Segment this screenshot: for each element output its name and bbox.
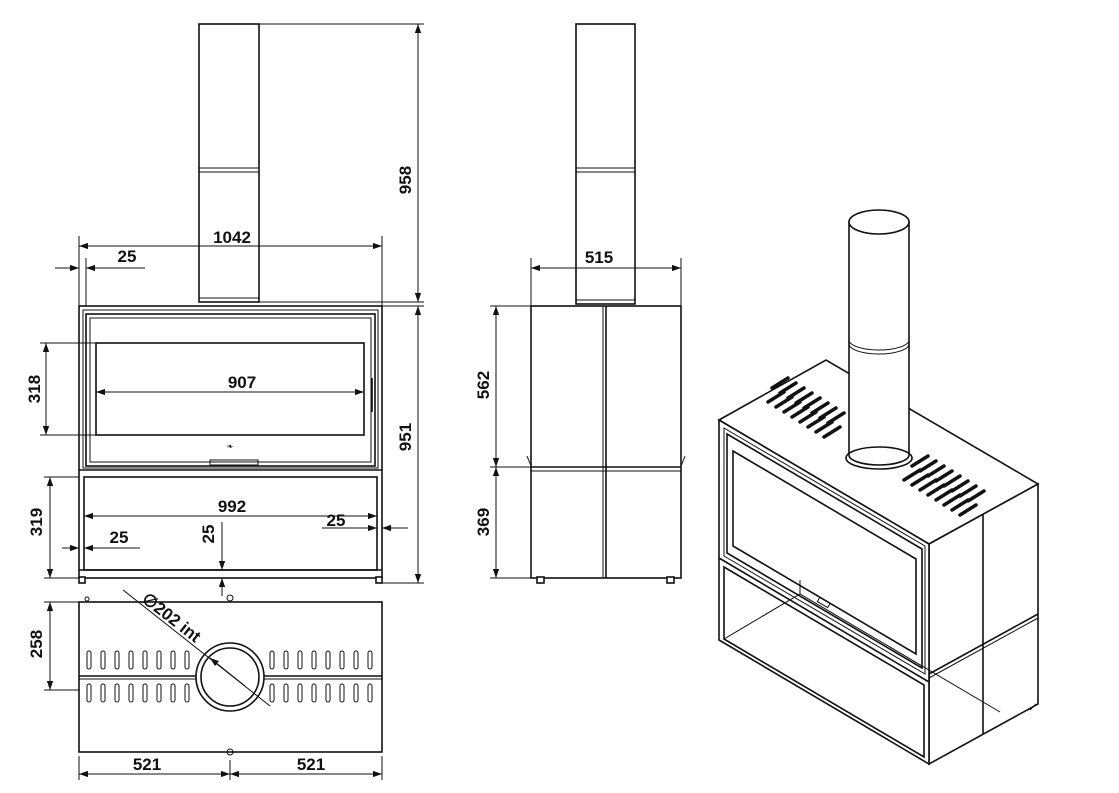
dim-top-half-right: 521 xyxy=(297,755,325,774)
dim-top-half-left: 521 xyxy=(133,755,161,774)
side-flue-pipe xyxy=(575,23,636,305)
front-logo-icon: ❧ xyxy=(227,442,234,451)
front-flue-pipe xyxy=(198,23,260,303)
dim-side-lower-height: 369 xyxy=(474,508,493,536)
side-dimensions: 515 562 369 xyxy=(474,248,682,579)
isometric-view xyxy=(717,209,1040,766)
front-view: ❧ xyxy=(78,23,383,602)
iso-flue xyxy=(848,221,910,466)
top-body xyxy=(78,601,383,753)
dim-flue-diameter: ∅202 int xyxy=(138,589,204,646)
dim-side-depth: 515 xyxy=(585,248,613,267)
iso-door xyxy=(726,432,923,670)
dim-base-offset-right: 25 xyxy=(327,511,346,530)
side-view xyxy=(526,23,686,584)
top-flue-inner xyxy=(200,647,260,707)
dim-front-side-offset: 25 xyxy=(118,247,137,266)
dim-base-height: 319 xyxy=(27,508,46,536)
dim-side-upper-height: 562 xyxy=(474,371,493,399)
dim-top-depth: 258 xyxy=(27,630,46,658)
front-body xyxy=(78,305,383,579)
dim-flue-height: 958 xyxy=(396,166,415,194)
top-vent-slots-left xyxy=(86,650,190,703)
iso-front-face xyxy=(718,418,930,766)
dim-glass-height: 318 xyxy=(25,375,44,403)
top-flue-outer xyxy=(195,642,265,712)
top-view xyxy=(78,596,383,756)
front-dimensions: 1042 25 907 318 992 25 25 25 319 xyxy=(25,23,424,596)
iso-glass xyxy=(732,449,917,656)
dim-base-width: 992 xyxy=(218,497,246,516)
top-vent-slots-right xyxy=(269,650,373,703)
dim-glass-width: 907 xyxy=(228,373,256,392)
iso-vent-slots xyxy=(766,376,986,517)
iso-base-opening xyxy=(723,565,925,759)
front-door xyxy=(85,313,376,467)
dim-front-width: 1042 xyxy=(213,228,251,247)
dim-base-offset-left: 25 xyxy=(110,528,129,547)
dim-body-height: 951 xyxy=(396,423,415,451)
dim-base-offset-vertical: 25 xyxy=(199,525,218,544)
